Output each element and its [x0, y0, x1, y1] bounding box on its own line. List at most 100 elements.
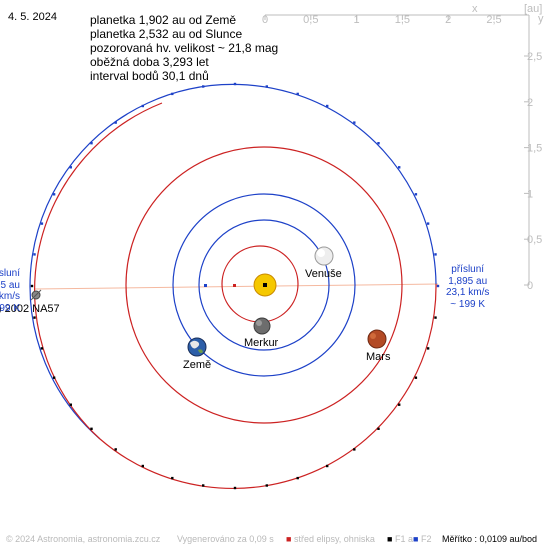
- x-axis-name: x: [472, 3, 478, 15]
- asteroid-label: (89) 2002 NA57: [0, 303, 60, 315]
- x-tick-label: 1: [354, 14, 360, 26]
- orbit-step-dot: [377, 142, 380, 145]
- orbit-step-dot: [69, 403, 72, 406]
- x-tick-label: 2: [445, 14, 451, 26]
- orbit-step-dot: [141, 464, 144, 468]
- mars-icon: [367, 329, 387, 349]
- orbit-step-dot: [90, 142, 93, 145]
- asteroid-orbit-red-left: [34, 102, 163, 440]
- orbit-step-dot: [233, 82, 237, 86]
- orbit-step-dot: [202, 484, 205, 487]
- sun-icon: [253, 273, 277, 297]
- scale-label: Měřítko : 0,0109 au/bod: [442, 534, 538, 544]
- orbit-step-dot: [33, 253, 36, 256]
- legend-f1: ■ F1 a: [387, 534, 413, 544]
- mars-label: Mars: [366, 351, 391, 363]
- aphelion-distance: 1,895 au: [0, 279, 20, 291]
- y-tick-label: 1,5: [527, 143, 542, 155]
- y-tick-label: 0: [527, 280, 533, 292]
- venus-label: Venuše: [305, 268, 342, 280]
- legend-f2: ■ F2: [413, 534, 432, 544]
- orbit-step-dot: [69, 166, 72, 169]
- mars-orbit: [125, 146, 403, 424]
- perihelion-distance: 1,895 au: [448, 275, 488, 287]
- earth-icon: [187, 337, 207, 357]
- orbit-step-dot: [90, 427, 93, 430]
- y-axis-name: y: [538, 13, 544, 25]
- orbit-step-dot: [426, 222, 430, 225]
- orbit-step-dot: [414, 376, 418, 379]
- asteroid-orbit: [29, 82, 440, 490]
- orbit-step-dot: [377, 427, 380, 430]
- y-tick-label: 1: [527, 188, 533, 200]
- orbit-step-dot: [353, 121, 356, 124]
- x-tick-label: 2,5: [486, 14, 501, 26]
- perihelion-speed: 23,1 km/s: [446, 287, 490, 298]
- mercury-label: Merkur: [244, 337, 279, 349]
- mercury-icon: [253, 317, 271, 335]
- orbit-step-dot: [233, 486, 237, 490]
- venus-orbit: [198, 219, 330, 351]
- focus-f2-marker: [204, 284, 207, 287]
- perihelion-title: přísluní: [451, 264, 485, 275]
- asteroid-icon: [30, 289, 42, 301]
- perihelion-annotation: přísluní 1,895 au 23,1 km/s ~ 199 K: [446, 264, 489, 310]
- info-line-magnitude: pozorovaná hv. velikost ~ 21,8 mag: [90, 41, 279, 55]
- aphelion-temperature: ~ 199 K: [0, 302, 20, 314]
- orbit-step-dot: [30, 284, 34, 288]
- venus-icon: [314, 246, 334, 266]
- legend-center: ■ střed elipsy, ohniska: [286, 534, 375, 544]
- axis-unit: [au]: [524, 3, 542, 15]
- orbit-step-dot: [296, 476, 299, 480]
- apsis-line: [34, 283, 439, 290]
- info-line-sun-distance: planetka 2,532 au od Slunce: [90, 27, 243, 41]
- orbit-step-dot: [171, 92, 174, 96]
- asteroid-orbit-blue-arc: [29, 83, 437, 440]
- orbit-step-dot: [40, 347, 44, 350]
- copyright-text: © 2024 Astronomia, astronomia.zcu.cz: [6, 534, 161, 544]
- orbit-step-dot: [114, 448, 117, 451]
- orbit-step-dot: [114, 121, 117, 124]
- x-tick-label: 1,5: [395, 14, 410, 26]
- generation-time: Vygenerováno za 0,09 s: [177, 534, 274, 544]
- orbit-step-dot: [141, 104, 144, 108]
- orbit-step-dot: [436, 284, 440, 288]
- orbit-step-dot: [414, 193, 418, 196]
- info-line-period: oběžná doba 3,293 let: [90, 55, 209, 69]
- x-tick-label: 0: [262, 14, 268, 26]
- y-tick-label: 0,5: [527, 234, 542, 246]
- ellipse-center-marker: [233, 284, 236, 287]
- perihelion-temperature: ~ 199 K: [450, 298, 486, 310]
- orbit-step-dot: [265, 85, 268, 88]
- orbit-step-dot: [434, 316, 437, 319]
- y-tick-label: 2,5: [527, 51, 542, 63]
- orbit-step-dot: [52, 193, 56, 196]
- orbit-step-dot: [33, 316, 36, 319]
- orbit-step-dot: [326, 464, 329, 468]
- orbit-step-dot: [265, 484, 268, 487]
- orbit-step-dot: [398, 403, 401, 406]
- earth-label: Země: [183, 359, 212, 371]
- aphelion-title: přísluní: [0, 268, 20, 279]
- orbit-step-dot: [353, 448, 356, 451]
- orbit-step-dot: [434, 253, 437, 256]
- axes: 0 0,5 1 1,5 2 2,5 0 0,5 1 1,5 2 2,5 x [au] y: [262, 3, 544, 292]
- legend-f2-label: F2: [420, 534, 432, 544]
- orbit-step-dot: [326, 104, 329, 108]
- info-line-earth-distance: planetka 1,902 au od Země: [90, 13, 237, 27]
- aphelion-speed: 23,1 km/s: [0, 291, 20, 302]
- aphelion-annotation: přísluní 1,895 au 23,1 km/s ~ 199 K: [0, 268, 20, 314]
- earth-orbit: [172, 193, 356, 377]
- orbit-step-dot: [426, 347, 430, 350]
- date-label: 4. 5. 2024: [8, 11, 57, 23]
- orbit-step-dot: [171, 476, 174, 480]
- y-tick-label: 2: [527, 97, 533, 109]
- orbit-step-dot: [398, 166, 401, 169]
- orbit-step-dot: [40, 222, 44, 225]
- orbit-step-dot: [52, 376, 56, 379]
- legend-center-label: střed elipsy, ohniska: [293, 534, 375, 544]
- info-line-point-interval: interval bodů 30,1 dnů: [90, 69, 209, 83]
- x-tick-label: 0,5: [303, 14, 318, 26]
- asteroid-orbit-red-arc: [99, 283, 437, 489]
